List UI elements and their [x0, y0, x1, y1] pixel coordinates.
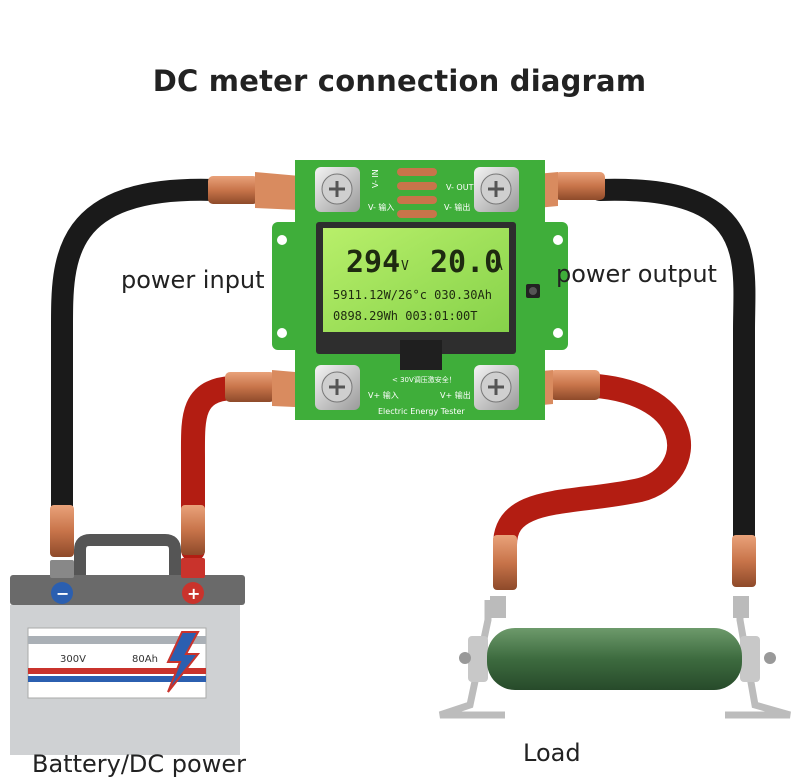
red-wire-left [180, 376, 244, 562]
resistor-terminal-left [490, 596, 506, 618]
reset-button-cap [529, 287, 537, 295]
pin-label-top-right-cn: V- 输出 [444, 202, 470, 212]
copper-end-red-left [181, 505, 205, 555]
load-resistor [438, 596, 791, 719]
lightning-icon [166, 631, 201, 693]
shunt-strips [397, 168, 437, 218]
resistor-body [487, 628, 742, 690]
black-wire-left [50, 178, 226, 556]
resistor-terminal-right [733, 596, 749, 618]
bolt-top-right [474, 167, 519, 212]
pin-label-top-left-cn: V- 输入 [368, 202, 394, 212]
warning-label: < 30V调压激安全！ [392, 375, 456, 384]
resistor-screw [764, 652, 776, 664]
copper-end-black-right [732, 535, 756, 587]
battery-voltage-label: 300V [60, 654, 86, 665]
copper-end-red-right [493, 535, 517, 590]
battery-handle [74, 534, 181, 580]
diagram-title: DC meter connection diagram [152, 64, 647, 98]
copper-end-black-left [50, 505, 74, 557]
lcd-current-unit: A [495, 259, 503, 274]
negative-post [50, 560, 74, 578]
mount-hole [553, 235, 563, 245]
lcd-line-2: 0898.29Wh 003:01:00T [333, 309, 478, 323]
resistor-end-cap-left [468, 636, 488, 682]
lcd-screen [323, 228, 509, 332]
lcd-line-1: 5911.12W/26°c 030.30Ah [333, 288, 492, 302]
lug-top-left [208, 172, 300, 210]
black-wire-right [589, 178, 756, 556]
bolt-bottom-left [315, 365, 360, 410]
battery-stripe-gray [28, 636, 206, 644]
resistor-screw [459, 652, 471, 664]
lcd-voltage: 294 [346, 245, 400, 280]
battery-stripe-red [28, 668, 206, 674]
pcb-product-label: Electric Energy Tester [378, 407, 465, 416]
resistor-bracket-left [438, 600, 505, 719]
lcd-current: 20.0 [430, 245, 502, 280]
resistor-end-cap-right [740, 636, 760, 682]
lcd-connector [400, 340, 442, 370]
positive-post [181, 558, 205, 578]
bolt-bottom-right [474, 365, 519, 410]
positive-symbol: + [187, 584, 200, 603]
mount-hole [553, 328, 563, 338]
negative-terminal-icon [51, 582, 73, 604]
pin-label-bottom-left: V+ 输入 [368, 390, 399, 400]
pin-label-top-left: V- IN [371, 169, 380, 188]
battery-capacity-label: 80Ah [132, 654, 158, 665]
lcd-voltage-unit: V [401, 259, 409, 274]
bolt-top-left [315, 167, 360, 212]
red-wire-right [493, 373, 692, 557]
battery: 300V 80Ah − + [10, 534, 245, 755]
dc-meter: V- IN V- 输入 V- OUT V- 输出 V+ 输入 V+ 输出 < 3… [272, 160, 568, 420]
mount-hole [277, 235, 287, 245]
pin-label-bottom-right: V+ 输出 [440, 390, 471, 400]
mount-hole [277, 328, 287, 338]
positive-terminal-icon [182, 582, 204, 604]
power-input-label: power input [121, 266, 265, 294]
power-output-label: power output [556, 260, 717, 288]
load-label: Load [523, 739, 581, 767]
battery-top [10, 575, 245, 605]
pin-label-top-right: V- OUT [446, 183, 474, 192]
battery-stripe-blue [28, 676, 206, 682]
negative-symbol: − [56, 584, 69, 603]
battery-label: Battery/DC power [32, 750, 246, 778]
